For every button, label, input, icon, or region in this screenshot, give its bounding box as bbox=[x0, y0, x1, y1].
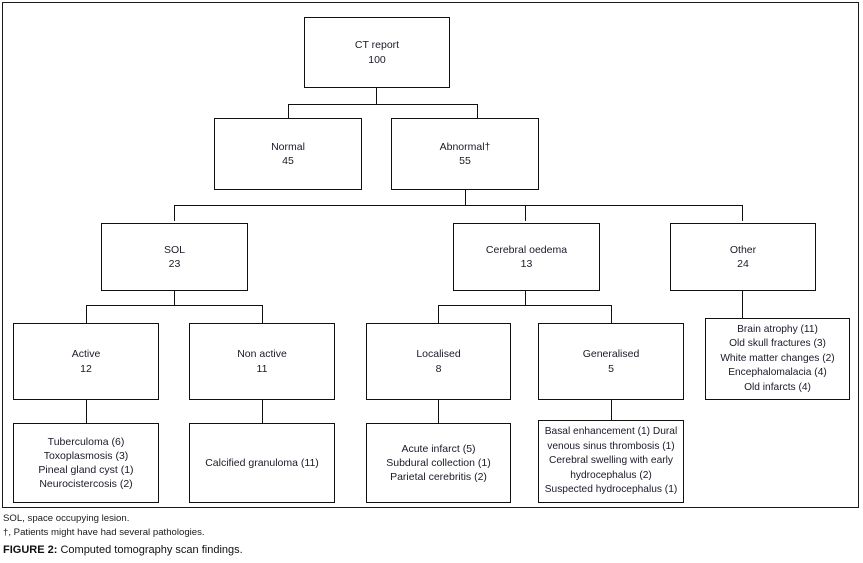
node-active-label: Active bbox=[71, 348, 101, 361]
connector-to-localised bbox=[438, 305, 440, 323]
node-generalised-findings[interactable]: Basal enhancement (1) Dural venous sinus… bbox=[538, 420, 684, 503]
footnote-sol: SOL, space occupying lesion. bbox=[3, 513, 130, 524]
figure-caption-label: FIGURE 2: bbox=[3, 543, 58, 556]
connector-level1-bar bbox=[288, 104, 478, 106]
node-normal-label: Normal bbox=[271, 140, 305, 153]
connector-active-to-findings bbox=[86, 400, 88, 423]
other-finding-item: Brain atrophy (11) bbox=[737, 323, 818, 335]
node-sol-value: 23 bbox=[168, 258, 181, 270]
other-finding-item: Encephalomalacia (4) bbox=[728, 367, 827, 379]
node-normal[interactable]: Normal 45 bbox=[214, 118, 362, 190]
node-other[interactable]: Other 24 bbox=[670, 223, 816, 291]
node-non-active-value: 11 bbox=[256, 362, 268, 375]
connector-sol-bar bbox=[86, 305, 263, 307]
connector-level2-bar bbox=[174, 205, 742, 207]
node-generalised-value: 5 bbox=[608, 362, 614, 375]
other-finding-item: Old skull fractures (3) bbox=[729, 338, 826, 350]
localised-finding-item: Subdural collection (1) bbox=[386, 456, 491, 469]
generalised-finding-item: hydrocephalus (2) bbox=[570, 469, 652, 481]
node-active[interactable]: Active 12 bbox=[13, 323, 159, 400]
generalised-finding-item: Basal enhancement (1) Dural bbox=[544, 426, 678, 438]
node-active-value: 12 bbox=[80, 362, 92, 375]
connector-to-active bbox=[86, 305, 88, 323]
node-cerebral-oedema-label: Cerebral oedema bbox=[485, 243, 568, 256]
node-non-active-findings[interactable]: Calcified granuloma (11) bbox=[189, 423, 335, 503]
connector-to-normal bbox=[288, 104, 290, 118]
node-localised-value: 8 bbox=[435, 362, 442, 375]
localised-finding-item: Acute infarct (5) bbox=[401, 442, 476, 455]
node-abnormal-label: Abnormal† bbox=[439, 140, 491, 153]
node-other-value: 24 bbox=[737, 258, 749, 270]
connector-to-cerebral-oedema bbox=[525, 205, 527, 221]
node-non-active[interactable]: Non active 11 bbox=[189, 323, 335, 400]
localised-finding-item: Parietal cerebritis (2) bbox=[390, 471, 487, 484]
node-abnormal-value: 55 bbox=[459, 155, 471, 167]
connector-to-generalised bbox=[611, 305, 613, 323]
node-generalised[interactable]: Generalised 5 bbox=[538, 323, 684, 400]
connector-abnormal-down bbox=[465, 190, 467, 206]
node-non-active-label: Non active bbox=[237, 348, 287, 361]
node-other-findings[interactable]: Brain atrophy (11) Old skull fractures (… bbox=[705, 318, 850, 400]
node-localised-label: Localised bbox=[416, 348, 461, 361]
node-sol[interactable]: SOL 23 bbox=[101, 223, 248, 291]
caption-block: SOL, space occupying lesion. †, Patients… bbox=[3, 512, 853, 558]
connector-to-non-active bbox=[262, 305, 264, 323]
generalised-finding-item: venous sinus thrombosis (1) bbox=[547, 440, 675, 452]
node-other-label: Other bbox=[729, 243, 757, 256]
connector-sol-down bbox=[174, 291, 176, 306]
connector-cerebral-oedema-down bbox=[525, 291, 527, 306]
figure-caption: FIGURE 2: Computed tomography scan findi… bbox=[3, 542, 853, 559]
other-finding-item: White matter changes (2) bbox=[720, 352, 835, 364]
node-ct-report-label: CT report bbox=[354, 39, 400, 52]
node-localised-findings[interactable]: Acute infarct (5) Subdural collection (1… bbox=[366, 423, 511, 503]
footnote-dagger: †, Patients might have had several patho… bbox=[3, 526, 205, 538]
node-ct-report[interactable]: CT report 100 bbox=[304, 17, 450, 88]
connector-non-active-to-findings bbox=[262, 400, 264, 423]
active-finding-item: Pineal gland cyst (1) bbox=[38, 464, 134, 476]
connector-to-abnormal bbox=[477, 104, 479, 118]
node-generalised-label: Generalised bbox=[582, 348, 640, 361]
connector-other-to-findings bbox=[742, 291, 744, 318]
node-cerebral-oedema-value: 13 bbox=[520, 258, 533, 270]
active-finding-item: Neurocistercosis (2) bbox=[39, 478, 133, 491]
connector-localised-to-findings bbox=[438, 400, 440, 423]
non-active-finding-item: Calcified granuloma (11) bbox=[205, 456, 319, 469]
figure-caption-text: Computed tomography scan findings. bbox=[60, 543, 243, 556]
node-cerebral-oedema[interactable]: Cerebral oedema 13 bbox=[453, 223, 600, 291]
generalised-finding-item: Cerebral swelling with early bbox=[549, 455, 673, 467]
node-active-findings[interactable]: Tuberculoma (6) Toxoplasmosis (3) Pineal… bbox=[13, 423, 159, 503]
connector-generalised-to-findings bbox=[611, 400, 613, 420]
node-localised[interactable]: Localised 8 bbox=[366, 323, 511, 400]
connector-ctreport-down bbox=[376, 88, 378, 105]
generalised-finding-item: Suspected hydrocephalus (1) bbox=[544, 484, 678, 496]
figure-border bbox=[2, 2, 859, 508]
active-finding-item: Tuberculoma (6) bbox=[47, 435, 125, 448]
node-sol-label: SOL bbox=[163, 243, 185, 256]
node-ct-report-value: 100 bbox=[368, 53, 386, 66]
other-finding-item: Old infarcts (4) bbox=[744, 381, 811, 393]
connector-to-sol bbox=[174, 205, 176, 221]
node-normal-value: 45 bbox=[282, 155, 294, 167]
node-abnormal[interactable]: Abnormal† 55 bbox=[391, 118, 539, 190]
active-finding-item: Toxoplasmosis (3) bbox=[43, 449, 129, 462]
connector-oedema-bar bbox=[438, 305, 612, 307]
connector-to-other bbox=[742, 205, 744, 221]
